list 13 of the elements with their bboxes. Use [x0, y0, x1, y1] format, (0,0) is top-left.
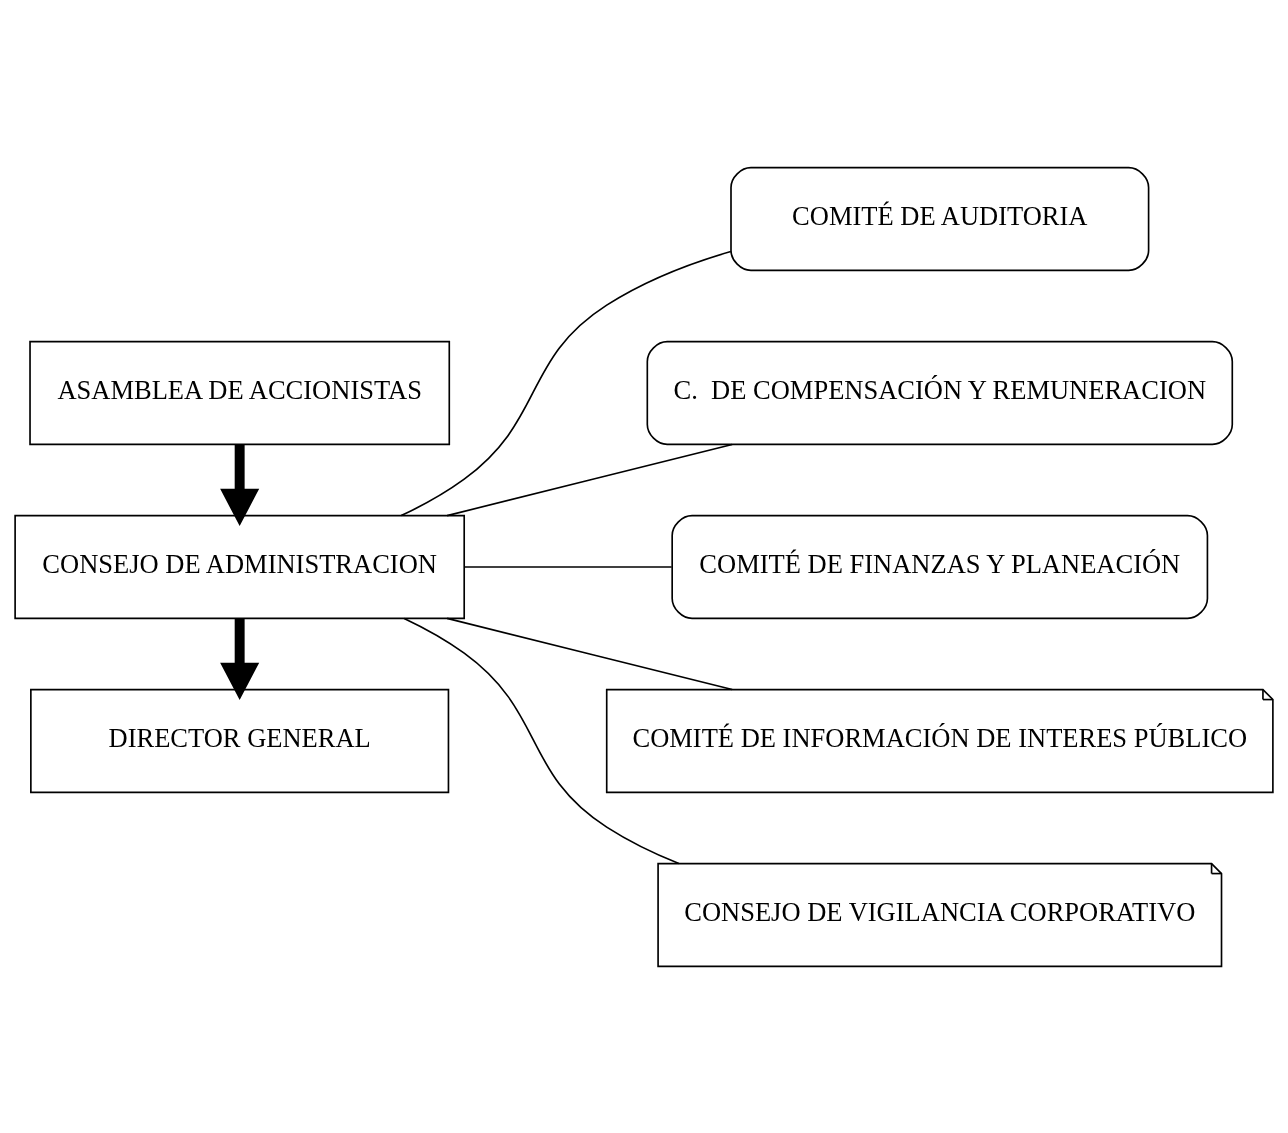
connector	[463, 565, 673, 568]
node-box: C. DE COMPENSACIÓN Y REMUNERACION	[646, 340, 1234, 445]
node-box: COMITÉ DE FINANZAS Y PLANEACIÓN	[671, 514, 1209, 619]
arrow	[220, 444, 260, 526]
node-box: ASAMBLEA DE ACCIONISTAS	[29, 340, 451, 445]
node-box: CONSEJO DE ADMINISTRACION	[14, 514, 466, 619]
connector	[400, 250, 732, 516]
node-box: COMITÉ DE AUDITORIA	[730, 166, 1150, 271]
node-box: DIRECTOR GENERAL	[30, 688, 450, 793]
connector	[446, 443, 733, 516]
arrow	[220, 618, 260, 700]
connector	[403, 617, 680, 864]
connector	[446, 617, 733, 690]
